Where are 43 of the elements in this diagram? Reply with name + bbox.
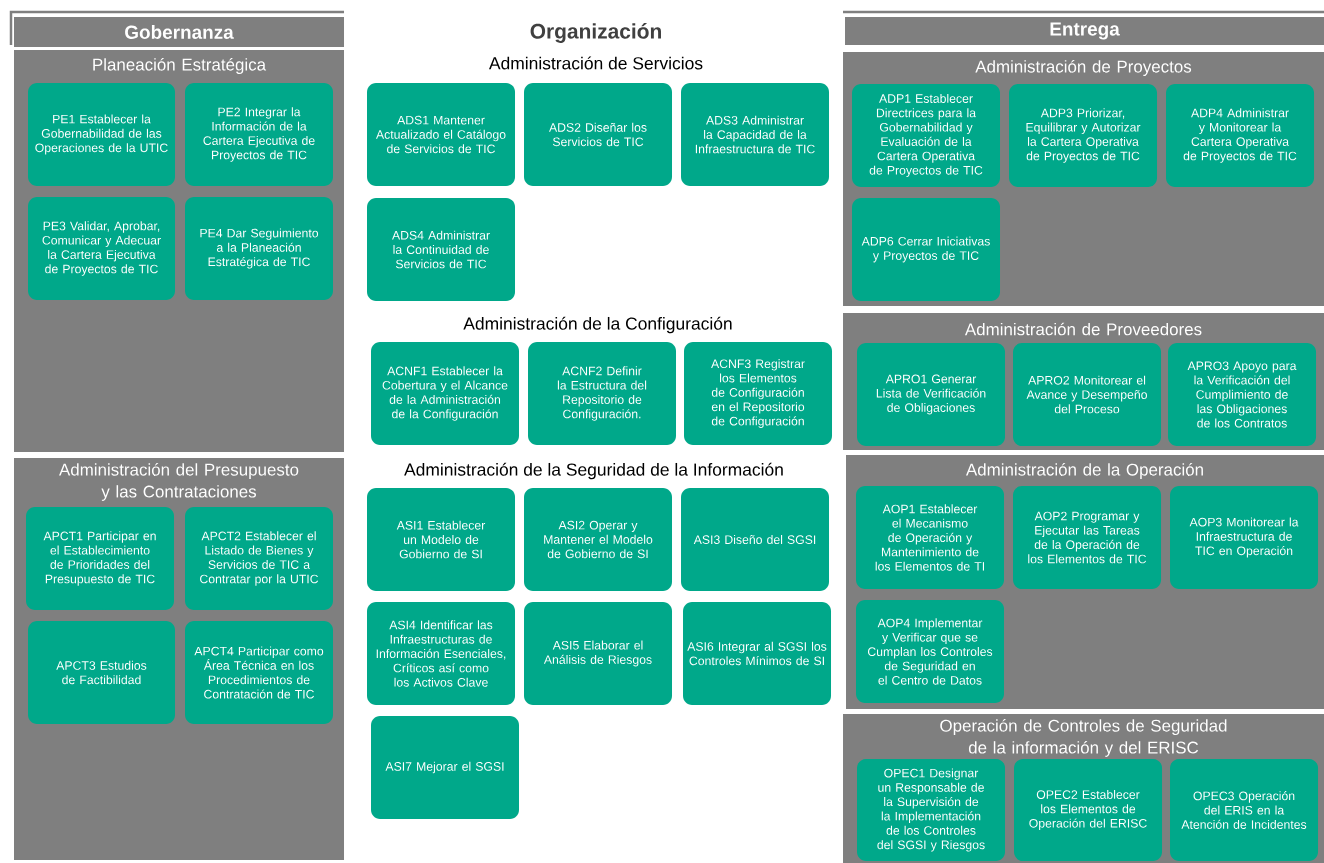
process-box: ADS4 Administrar la Continuidad de Servicios de TIC xyxy=(367,198,515,301)
header-band: Entrega xyxy=(845,17,1324,45)
process-box: ACNF2 Definir la Estructura del Repositorio de Configuración. xyxy=(528,342,676,445)
process-box: ADS1 Mantener Actualizado el Catálogo de Servicios de TIC xyxy=(367,83,515,186)
process-box: ASI2 Operar y Mantener el Modelo de Gobierno de SI xyxy=(524,488,672,591)
process-box: PE3 Validar, Aprobar, Comunicar y Adecuar la Cartera Ejecutiva de Proyectos de TIC xyxy=(28,197,175,300)
process-box: ACNF1 Establecer la Cobertura y el Alcance de la Administración de la Configuración xyxy=(371,342,519,445)
process-box: APCT2 Establecer el Listado de Bienes y Servicios de TIC a Contratar por la UTIC xyxy=(185,507,333,610)
process-box: APCT4 Participar como Área Técnica en los Procedimientos de Contratación de TIC xyxy=(185,621,333,724)
process-box: PE2 Integrar la Información de la Cartera Ejecutiva de Proyectos de TIC xyxy=(185,83,333,186)
process-box: AOP4 Implementar y Verificar que se Cumplan los Controles de Seguridad en el Centro de Datos xyxy=(856,600,1004,703)
process-box: AOP1 Establecer el Mecanismo de Operación y Mantenimiento de los Elementos de TI xyxy=(856,486,1004,589)
process-box: ASI1 Establecer un Modelo de Gobierno de SI xyxy=(367,488,515,591)
process-box: APCT1 Participar en el Establecimiento de Prioridades del Presupuesto de TIC xyxy=(26,507,174,610)
process-box: ASI3 Diseño del SGSI xyxy=(681,488,829,591)
process-box: APRO3 Apoyo para la Verificación del Cumplimiento de las Obligaciones de los Contratos xyxy=(1168,343,1316,446)
process-box: PE4 Dar Seguimiento a la Planeación Estratégica de TIC xyxy=(185,197,333,300)
process-box: ASI5 Elaborar el Análisis de Riesgos xyxy=(524,602,672,705)
process-box: ADS2 Diseñar los Servicios de TIC xyxy=(524,83,672,186)
process-box: OPEC2 Establecer los Elementos de Operación del ERISC xyxy=(1014,759,1162,861)
process-box: AOP2 Programar y Ejecutar las Tareas de la Operación de los Elementos de TIC xyxy=(1013,486,1161,589)
process-box: OPEC3 Operación del ERIS en la Atención de Incidentes xyxy=(1170,759,1318,861)
process-box: PE1 Establecer la Gobernabilidad de las Operaciones de la UTIC xyxy=(28,83,175,186)
section-heading: Administración de Servicios xyxy=(488,56,703,70)
process-box: ASI6 Integrar al SGSI los Controles Mínimos de SI xyxy=(683,602,831,705)
column-title: Organización xyxy=(530,23,661,43)
section-heading: Administración de la Configuración xyxy=(463,316,732,334)
process-box: ACNF3 Registrar los Elementos de Configuración en el Repositorio de Configuración xyxy=(684,342,832,445)
section-heading: Administración de la Seguridad de la Información xyxy=(404,462,783,480)
process-box: APRO1 Generar Lista de Verificación de Obligaciones xyxy=(857,343,1005,446)
process-box: ADP3 Priorizar, Equilibrar y Autorizar la Cartera Operativa de Proyectos de TIC xyxy=(1009,84,1157,187)
process-box: ASI4 Identificar las Infraestructuras de Información Esenciales, Críticos así como los Activos Clave xyxy=(367,602,515,705)
process-box: ADP1 Establecer Directrices para la Gobernabilidad y Evaluación de la Cartera Operativa de Proyectos de TIC xyxy=(852,84,1000,187)
process-box: ADP4 Administrar y Monitorear la Cartera Operativa de Proyectos de TIC xyxy=(1166,84,1314,187)
process-box: AOP3 Monitorear la Infraestructura de TIC en Operación xyxy=(1170,486,1318,589)
process-box: OPEC1 Designar un Responsable de la Supervisión de la Implementación de los Controles del SGSI y Riesgos xyxy=(857,759,1005,861)
process-box: ASI7 Mejorar el SGSI xyxy=(371,716,519,819)
process-box: ADP6 Cerrar Iniciativas y Proyectos de TIC xyxy=(852,198,1000,301)
node-label: Gobernanza xyxy=(125,25,234,39)
process-box: APCT3 Estudios de Factibilidad xyxy=(28,621,175,724)
process-box: ADS3 Administrar la Capacidad de la Infraestructura de TIC xyxy=(681,83,829,186)
header-band: Gobernanza xyxy=(14,17,344,47)
process-box: APRO2 Monitorear el Avance y Desempeño del Proceso xyxy=(1013,343,1161,446)
